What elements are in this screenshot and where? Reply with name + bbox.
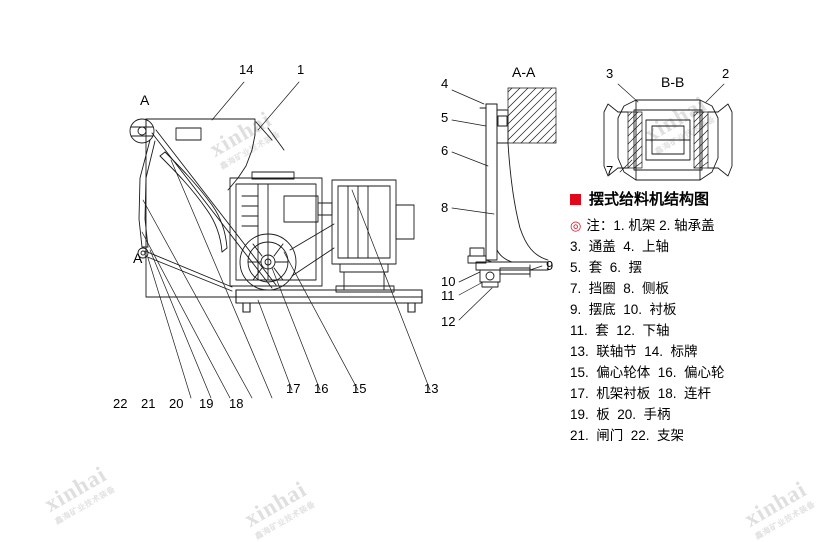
motor-gearbox — [229, 171, 415, 293]
legend-title: 摆式给料机结构图 — [570, 192, 820, 207]
legend-note-row: ◎ 注：1. 机架 2. 轴承盖 — [570, 218, 820, 233]
callout-15: 15 — [352, 381, 367, 396]
leader-lines-aa — [451, 89, 543, 321]
callout-19: 19 — [199, 396, 214, 411]
callout-10: 10 — [441, 274, 456, 289]
callout-9: 9 — [546, 258, 554, 273]
callout-17: 17 — [286, 381, 301, 396]
callout-13: 13 — [424, 381, 439, 396]
legend-item-8: 15. 偏心轮体 16. 偏心轮 — [570, 365, 725, 381]
legend-item-1: 1. 机架 2. 轴承盖 — [613, 218, 715, 233]
callout-21: 21 — [141, 396, 156, 411]
callout-20: 20 — [169, 396, 184, 411]
callout-22: 22 — [113, 396, 128, 411]
section-aa — [467, 87, 557, 288]
callout-2: 2 — [722, 66, 730, 81]
callout-18: 18 — [229, 396, 244, 411]
section-mark-a-top: A — [140, 92, 150, 108]
target-bullet-icon: ◎ — [570, 218, 582, 233]
legend-item-10: 19. 板 20. 手柄 — [570, 407, 671, 423]
legend-items: 3. 通盖 4. 上轴 5. 套 6. 摆 7. 挡圈 8. 侧板 9. 摆底 … — [570, 240, 820, 443]
legend-item-5: 9. 摆底 10. 衬板 — [570, 302, 677, 318]
legend-item-7: 13. 联轴节 14. 标牌 — [570, 344, 698, 360]
legend-item-6: 11. 套 12. 下轴 — [570, 323, 670, 339]
callout-7: 7 — [606, 163, 614, 178]
callout-11: 11 — [441, 288, 455, 303]
legend-title-text: 摆式给料机结构图 — [589, 191, 710, 208]
hopper-body — [129, 118, 285, 298]
callout-1: 1 — [297, 62, 305, 77]
legend-item-3: 5. 套 6. 摆 — [570, 260, 643, 276]
leader-lines-bb — [617, 83, 725, 173]
legend-item-2: 3. 通盖 4. 上轴 — [570, 239, 670, 255]
legend-note-label: 注： — [586, 218, 614, 233]
legend-item-4: 7. 挡圈 8. 侧板 — [570, 281, 670, 297]
red-square-icon — [570, 194, 581, 205]
callout-16: 16 — [314, 381, 329, 396]
callout-3: 3 — [606, 66, 614, 81]
callout-8: 8 — [441, 200, 449, 215]
section-label-aa: A-A — [512, 64, 536, 80]
legend-item-11: 21. 闸门 22. 支架 — [570, 428, 685, 444]
leader-lines-left — [141, 81, 431, 399]
frame-base — [235, 289, 423, 313]
section-label-bb: B-B — [661, 74, 685, 90]
callout-14: 14 — [239, 62, 254, 77]
parts-legend: 摆式给料机结构图 ◎ 注：1. 机架 2. 轴承盖 3. 通盖 4. 上轴 5.… — [570, 192, 820, 450]
callout-4: 4 — [441, 76, 449, 91]
section-mark-a-bottom: A — [133, 250, 143, 266]
callout-5: 5 — [441, 110, 449, 125]
section-bb — [603, 99, 733, 181]
callout-6: 6 — [441, 143, 449, 158]
callout-12: 12 — [441, 314, 456, 329]
legend-note-line: 注：1. 机架 2. 轴承盖 — [586, 219, 714, 233]
legend-item-9: 17. 机架衬板 18. 连杆 — [570, 386, 712, 402]
